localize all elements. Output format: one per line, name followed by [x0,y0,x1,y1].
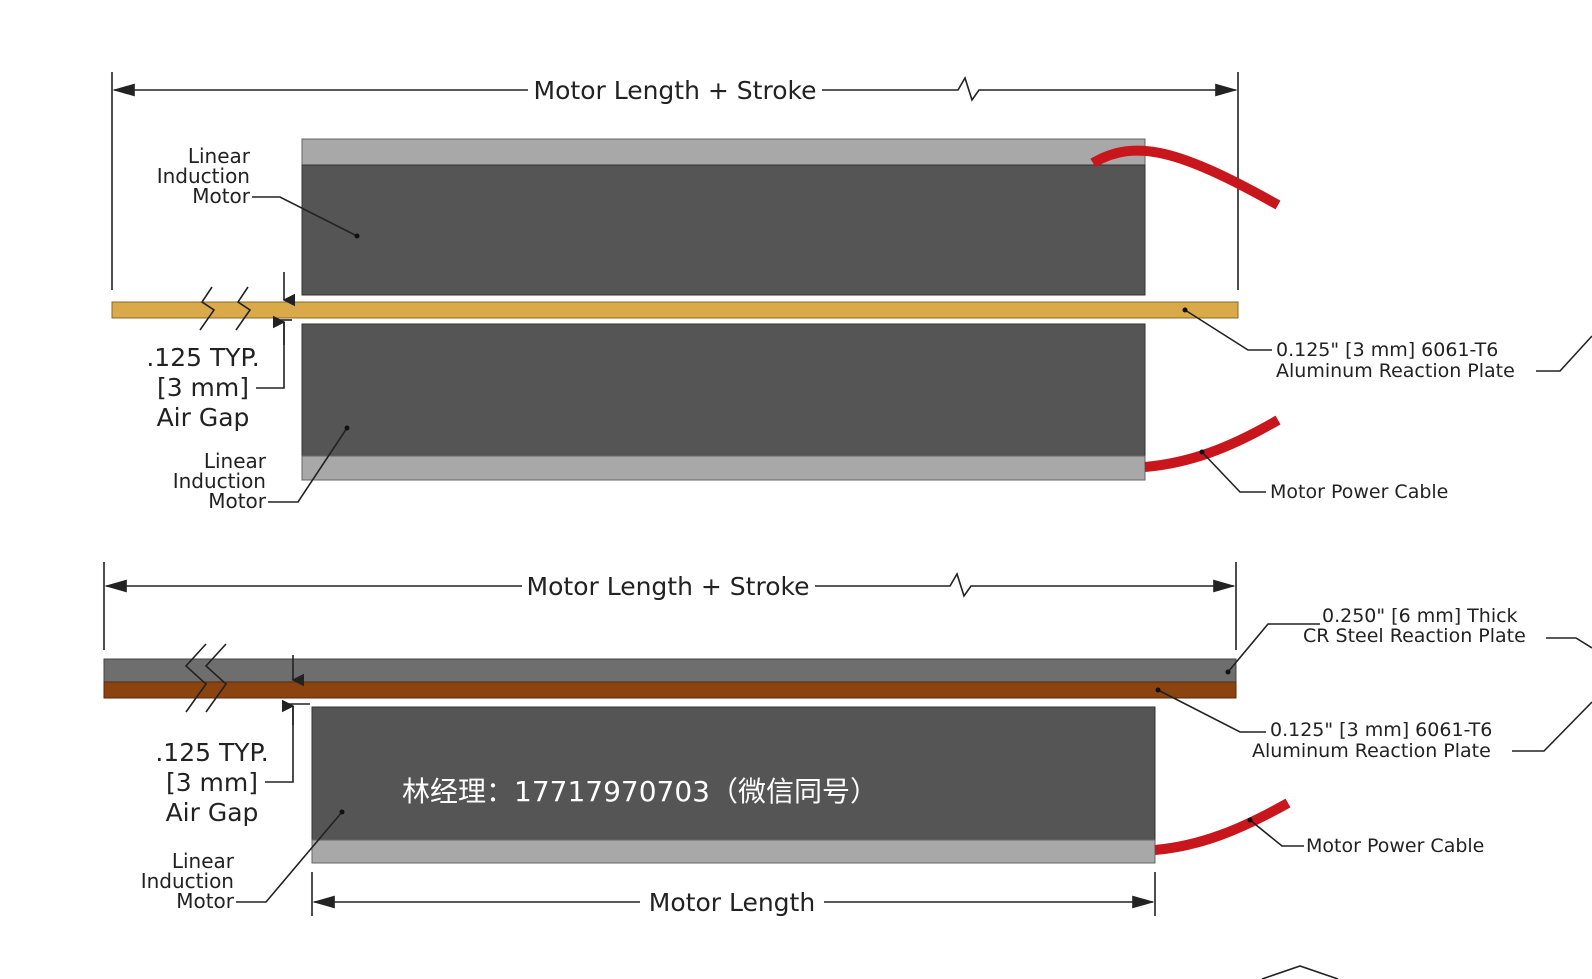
bottom-assembly: Motor Length + Stroke .125 TYP. [3 mm] A… [103,562,1592,917]
bottom-motor-leader-dot [339,809,345,815]
bottom-air-gap-line1: .125 TYP. [155,738,268,767]
top-aluminum-plate [111,301,1239,319]
top-upper-motor-leader-dot [354,233,360,239]
top-lower-motor-leader [268,427,348,503]
top-upper-motor-leader [252,196,358,237]
bottom-plate-label-1: 0.125" [3 mm] 6061-T6 [1270,719,1492,741]
bottom-cable [1154,798,1291,855]
top-air-gap-line2: [3 mm] [157,373,249,402]
top-gap-leader [256,322,285,389]
partial-shape-bottom [1261,965,1339,979]
bottom-motor-label-2: Induction [141,869,234,893]
top-dim-label: Motor Length + Stroke [534,76,817,105]
bottom-air-gap-line2: [3 mm] [166,768,258,797]
top-air-gap-line1: .125 TYP. [146,343,259,372]
bottom-steel-plate [103,658,1237,683]
top-cable-lower [1144,415,1281,472]
top-break-symbol-2 [235,286,252,331]
top-plate-label-2: Aluminum Reaction Plate [1276,360,1515,382]
bottom-motor-leader [236,811,343,903]
top-plate-leader [1184,309,1272,351]
bottom-cable-leader-dot [1247,817,1253,823]
bottom-steel-label-2: CR Steel Reaction Plate [1303,625,1526,647]
bottom-plate-leader-out [1512,701,1592,752]
bottom-plate-leader-dot [1155,687,1161,693]
top-cable-upper [1090,145,1281,210]
top-cable-label: Motor Power Cable [1270,481,1448,503]
bottom-dim-label: Motor Length + Stroke [527,572,810,601]
top-plate-leader-dot [1182,307,1188,313]
top-air-gap-line3: Air Gap [157,403,250,432]
bottom-steel-leader-out [1546,637,1592,649]
top-lower-motor [301,323,1146,481]
top-plate-label-1: 0.125" [3 mm] 6061-T6 [1276,339,1498,361]
top-lower-motor-label-3: Motor [208,489,267,513]
bottom-steel-leader [1227,623,1320,673]
bottom-break-symbol-2 [204,643,228,713]
top-plate-leader-out [1536,335,1592,372]
top-cable-leader-dot [1199,449,1205,455]
top-lower-motor-leader-dot [344,425,350,431]
bottom-motor-length-label: Motor Length [649,888,815,917]
top-upper-motor-label-1: Linear [188,144,251,168]
top-upper-motor-label-3: Motor [192,184,251,208]
bottom-motor-label-3: Motor [176,889,235,913]
bottom-motor [311,706,1156,864]
bottom-gap-leader [265,706,294,783]
bottom-break-symbol-1 [184,643,208,713]
contact-overlay-text: 林经理：17717970703（微信同号） [402,775,878,808]
bottom-motor-label-1: Linear [172,849,235,873]
bottom-steel-leader-dot [1225,669,1231,675]
bottom-cable-leader [1249,819,1304,847]
bottom-aluminum-plate [103,681,1237,699]
top-cable-leader [1201,451,1266,493]
bottom-plate-leader [1157,689,1266,733]
top-break-symbol-1 [199,286,216,331]
top-lower-motor-label-1: Linear [204,449,267,473]
bottom-cable-label: Motor Power Cable [1306,835,1484,857]
top-upper-motor-label-2: Induction [157,164,250,188]
bottom-steel-label-1: 0.250" [6 mm] Thick [1322,605,1518,627]
top-assembly: Motor Length + Stroke .125 TYP. [3 mm] A… [111,72,1592,513]
top-upper-motor [301,138,1146,296]
bottom-plate-label-2: Aluminum Reaction Plate [1252,740,1491,762]
top-dim-line-right [822,76,1238,102]
bottom-air-gap-line3: Air Gap [166,798,259,827]
bottom-dim-line-right [815,572,1236,598]
top-lower-motor-label-2: Induction [173,469,266,493]
